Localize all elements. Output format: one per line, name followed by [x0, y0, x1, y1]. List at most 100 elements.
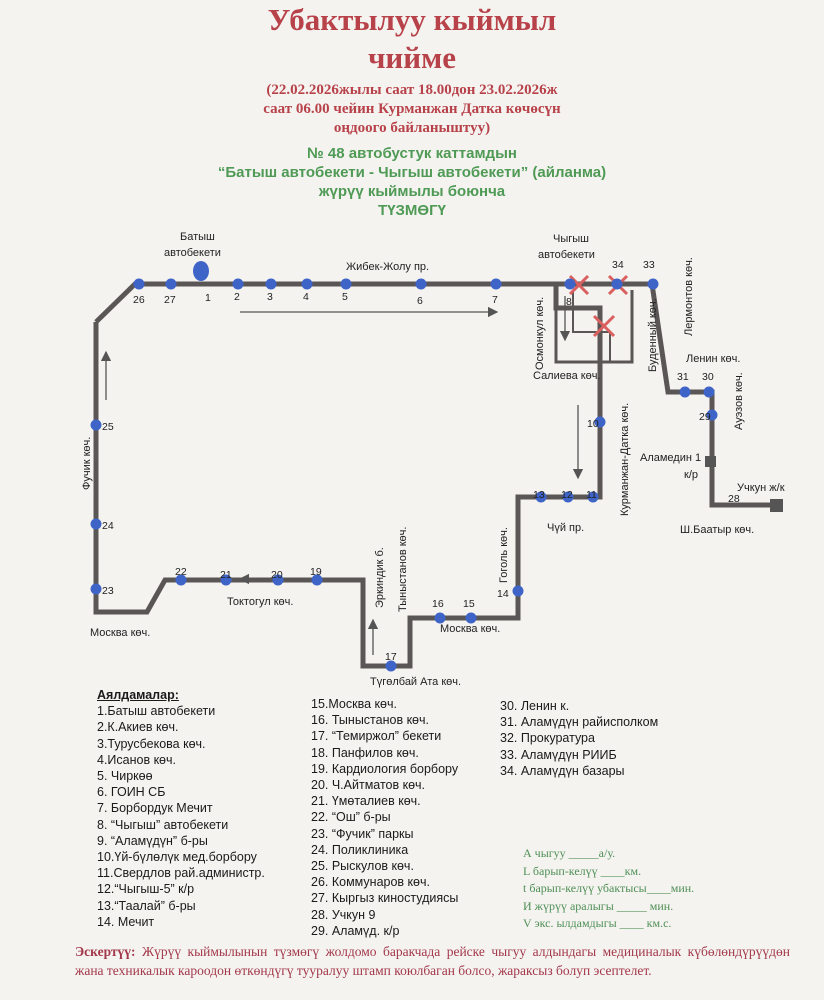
date-range-line2: саат 06.00 чейин Курманжан Датка көчөсүн [263, 101, 561, 117]
stop-item: 26. Коммунаров көч. [311, 875, 430, 890]
note-label: Эскертүү: [75, 944, 136, 959]
svg-text:10: 10 [587, 418, 599, 430]
stop-item: 30. Ленин к. [500, 699, 570, 713]
stop-item: 17. “Темиржол” бекети [311, 729, 442, 744]
svg-text:Ауэзов көч.: Ауэзов көч. [733, 372, 745, 430]
svg-text:20: 20 [271, 569, 283, 581]
stop-item: 6. ГОИН СБ [97, 785, 166, 800]
svg-text:Учкун ж/к: Учкун ж/к [737, 482, 785, 494]
stop-item: 29. Аламүд. к/р [311, 923, 400, 938]
direction-arrows [100, 296, 584, 655]
stops-list-col3: 30. Ленин к. 31. Аламүдүн райисполком 32… [500, 698, 658, 779]
stop-item: 4.Исанов көч. [97, 752, 176, 767]
svg-text:Батыш: Батыш [180, 231, 215, 243]
stops-heading: Аялдамалар: [97, 688, 179, 702]
svg-text:16: 16 [432, 598, 444, 610]
svg-text:к/р: к/р [684, 469, 698, 481]
svg-text:Гоголь көч.: Гоголь көч. [498, 527, 510, 583]
svg-text:Чыгыш: Чыгыш [553, 233, 589, 245]
svg-text:2: 2 [234, 291, 240, 303]
stop-item: 33. Аламүдүн РИИБ [500, 747, 617, 762]
svg-text:Ш.Баатыр көч.: Ш.Баатыр көч. [680, 524, 754, 536]
stop-item: 25. Рыскулов көч. [311, 859, 414, 874]
svg-text:Салиева көч.: Салиева көч. [533, 370, 600, 382]
stop-item: 27. Кыргыз киностудиясы [311, 891, 459, 906]
param-line: L барып-келүү ____км. [523, 863, 642, 878]
stop-item: 19. Кардиология борбору [311, 761, 459, 776]
route-number: № 48 автобустук каттамдын [307, 145, 517, 162]
svg-text:31: 31 [677, 371, 689, 383]
note-text: Жүрүү кыймылынын түзмөгү жолдомо баракча… [75, 944, 790, 978]
stop-item: 28. Учкун 9 [311, 907, 376, 922]
stop-item: 23. “Фучик” паркы [311, 826, 414, 841]
svg-text:Эркиндик б.: Эркиндик б. [374, 547, 386, 608]
svg-text:Фучик көч.: Фучик көч. [81, 437, 93, 490]
svg-text:Курманжан-Датка көч.: Курманжан-Датка көч. [619, 403, 631, 516]
svg-text:8: 8 [566, 296, 572, 308]
stop-item: 7. Борбордук Мечит [97, 801, 213, 816]
svg-text:24: 24 [102, 520, 114, 532]
svg-text:27: 27 [164, 294, 176, 306]
stop-item: 31. Аламүдүн райисполком [500, 715, 659, 730]
param-line: А чыгуу _____а/у. [523, 846, 616, 860]
svg-text:Чүй пр.: Чүй пр. [547, 522, 584, 534]
svg-text:4: 4 [303, 291, 309, 303]
svg-text:3: 3 [267, 291, 273, 303]
svg-text:12: 12 [561, 489, 573, 501]
stop-item: 18. Панфилов көч. [311, 745, 419, 760]
stop-item: 24. Поликлиника [311, 842, 409, 857]
param-line: V экс. ылдамдыгы ____ км.с. [523, 916, 672, 930]
stop-item: 21. Үмөталиев көч. [311, 794, 421, 809]
svg-text:Аламедин 1: Аламедин 1 [640, 452, 701, 464]
route-parameters: А чыгуу _____а/у. L барып-келүү ____км. … [523, 845, 694, 933]
stop-item: 9. “Аламүдүн” б-ры [97, 833, 208, 848]
svg-text:22: 22 [175, 566, 187, 578]
svg-text:14: 14 [497, 588, 509, 600]
param-line: t барып-келүү убактысы____мин. [523, 881, 695, 895]
svg-text:Москва көч.: Москва көч. [90, 627, 150, 639]
svg-text:15: 15 [463, 598, 475, 610]
svg-text:Москва көч.: Москва көч. [440, 623, 500, 635]
stop-item: 34. Аламүдүн базары [500, 763, 625, 778]
terminus-markers [705, 456, 783, 512]
svg-text:автобекети: автобекети [164, 247, 221, 259]
svg-text:Түгөлбай Ата көч.: Түгөлбай Ата көч. [370, 676, 461, 688]
doc-title-line2: чийме [367, 40, 457, 75]
stop-item: 5. Чиркөө [97, 769, 153, 784]
stop-item: 2.К.Акиев көч. [97, 720, 179, 735]
svg-text:Лермонтов көч.: Лермонтов көч. [683, 257, 695, 336]
terminal-west-marker [193, 261, 209, 281]
street-labels: Батыш автобекети Чыгыш автобекети Жибек-… [81, 231, 785, 688]
stop-item: 3.Турусбекова көч. [97, 736, 206, 751]
svg-text:Тыныстанов көч.: Тыныстанов көч. [397, 527, 409, 612]
svg-text:23: 23 [102, 585, 114, 597]
stop-item: 1.Батыш автобекети [97, 704, 216, 719]
route-desc: жүрүү кыймылы боюнча [318, 183, 506, 200]
svg-text:28: 28 [728, 493, 740, 505]
svg-text:34: 34 [612, 259, 624, 271]
param-line: И жүрүү аралыгы _____ мин. [523, 898, 674, 913]
stop-item: 15.Москва көч. [311, 697, 397, 711]
svg-text:33: 33 [643, 259, 655, 271]
stop-dots [90, 261, 718, 672]
date-range-line1: (22.02.2026жылы саат 18.00дон 23.02.2026… [266, 82, 558, 98]
svg-text:Осмонкул көч.: Осмонкул көч. [534, 297, 546, 370]
svg-text:Ленин көч.: Ленин көч. [686, 353, 740, 365]
route-scheme: ТҮЗМӨГҮ [378, 202, 446, 219]
stop-item: 20. Ч.Айтматов көч. [311, 778, 426, 793]
stop-item: 8. “Чыгыш” автобекети [97, 817, 229, 832]
svg-text:25: 25 [102, 421, 114, 433]
stop-item: 32. Прокуратура [500, 731, 595, 746]
svg-text:29: 29 [699, 411, 711, 423]
route-name: “Батыш автобекети - Чыгыш автобекети” (а… [217, 164, 607, 181]
svg-text:Жибек-Жолу пр.: Жибек-Жолу пр. [346, 261, 429, 273]
svg-text:Буденный көч.: Буденный көч. [647, 298, 659, 372]
date-range-line3: оңдоого байланыштуу) [333, 120, 491, 136]
svg-text:1: 1 [205, 292, 211, 304]
svg-text:26: 26 [133, 294, 145, 306]
svg-text:автобекети: автобекети [538, 249, 595, 261]
stop-item: 12.“Чыгыш-5” к/р [97, 882, 195, 897]
svg-text:Токтогул көч.: Токтогул көч. [227, 596, 293, 608]
